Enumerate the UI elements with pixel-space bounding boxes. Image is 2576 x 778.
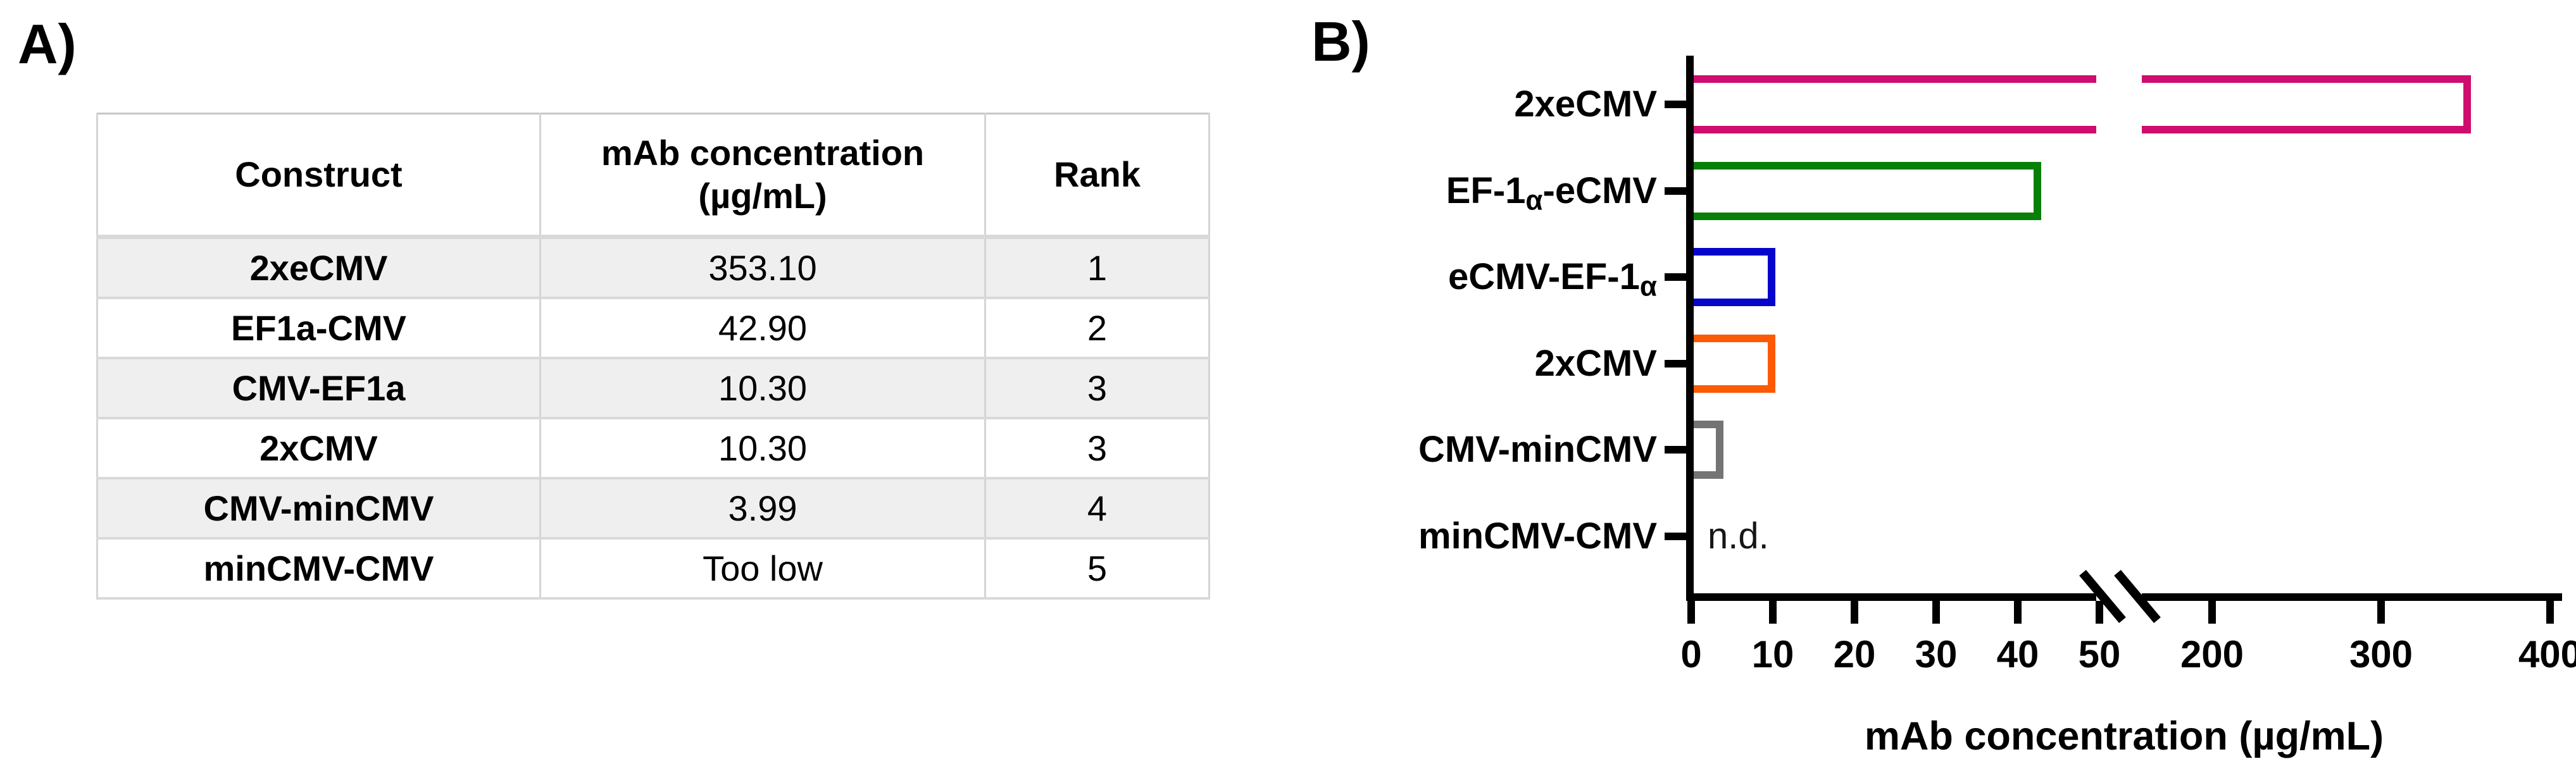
y-axis-tick [1665, 446, 1687, 454]
header-concentration: mAb concentration (µg/mL) [539, 113, 986, 239]
cell-construct: 2xCMV [96, 418, 541, 479]
y-axis-tick [1665, 101, 1687, 108]
cell-rank: 5 [984, 538, 1210, 600]
cell-construct: EF1a-CMV [96, 298, 541, 359]
y-axis-line [1686, 56, 1694, 601]
bar-2xCMV [1694, 335, 1775, 393]
x-axis-line-left-segment [1686, 593, 2096, 601]
y-axis-tick [1665, 187, 1687, 195]
bar-eCMV-EF-1α [1694, 248, 1775, 306]
cell-rank: 1 [984, 237, 1210, 299]
alpha-subscript: α [1639, 271, 1657, 302]
bar-2xeCMV-left-segment [1694, 75, 2096, 133]
cell-rank: 4 [984, 478, 1210, 540]
category-label-ecmv-ef-1-: eCMV-EF-1α [1447, 256, 1657, 302]
x-axis-tick-300 [2377, 601, 2385, 624]
category-label-ef-1-ecmv: EF-1α-eCMV [1446, 170, 1657, 216]
x-axis-tick-20 [1851, 601, 1858, 624]
x-axis-line-right-segment [2142, 593, 2562, 601]
x-axis-tick-label-10: 10 [1751, 633, 1794, 676]
x-axis-tick-label-20: 20 [1833, 633, 1876, 676]
cell-concentration: 353.10 [539, 237, 986, 299]
x-axis-tick-label-200: 200 [2180, 633, 2244, 676]
x-axis-tick-200 [2208, 601, 2216, 624]
x-axis-tick-50 [2096, 601, 2103, 624]
header-construct: Construct [96, 113, 541, 239]
panel-a-label: A) [18, 13, 77, 75]
y-axis-tick [1665, 360, 1687, 367]
x-axis-tick-label-50: 50 [2078, 633, 2121, 676]
cell-concentration: 10.30 [539, 358, 986, 419]
construct-table: Construct mAb concentration (µg/mL) Rank… [96, 113, 1210, 600]
x-axis-tick-10 [1769, 601, 1777, 624]
table-header-row: Construct mAb concentration (µg/mL) Rank [96, 113, 1210, 239]
cell-rank: 3 [984, 358, 1210, 419]
x-axis-tick-label-40: 40 [1996, 633, 2039, 676]
y-axis-tick [1665, 273, 1687, 281]
category-label-mincmv-cmv: minCMV-CMV [1418, 516, 1657, 557]
category-label-2xecmv: 2xeCMV [1514, 83, 1657, 125]
x-axis-tick-400 [2546, 601, 2554, 624]
cell-rank: 2 [984, 298, 1210, 359]
x-axis-title: mAb concentration (µg/mL) [1864, 714, 2384, 758]
alpha-subscript: α [1525, 185, 1543, 216]
category-label-cmv-mincmv: CMV-minCMV [1418, 429, 1657, 470]
x-axis-tick-30 [1932, 601, 1940, 624]
bar-EF-1α-eCMV [1694, 162, 2042, 220]
x-axis-tick-label-0: 0 [1680, 633, 1702, 676]
panel-b-label: B) [1311, 10, 1370, 73]
header-rank: Rank [984, 113, 1210, 239]
cell-construct: CMV-EF1a [96, 358, 541, 419]
category-label-2xcmv: 2xCMV [1534, 343, 1657, 384]
x-axis-tick-label-30: 30 [1915, 633, 1958, 676]
cell-construct: 2xeCMV [96, 237, 541, 299]
cell-rank: 3 [984, 418, 1210, 479]
header-concentration-line2: (µg/mL) [698, 176, 827, 216]
cell-concentration: 3.99 [539, 478, 986, 540]
bar-2xeCMV-right-segment [2142, 75, 2471, 133]
cell-construct: minCMV-CMV [96, 538, 541, 600]
bar-CMV-minCMV [1694, 421, 1724, 479]
cell-concentration: Too low [539, 538, 986, 600]
x-axis-tick-label-400: 400 [2518, 633, 2576, 676]
not-detected-label: n.d. [1708, 516, 1769, 557]
cell-construct: CMV-minCMV [96, 478, 541, 540]
header-concentration-line1: mAb concentration [601, 132, 925, 173]
x-axis-tick-40 [2014, 601, 2022, 624]
cell-concentration: 42.90 [539, 298, 986, 359]
x-axis-tick-0 [1687, 601, 1695, 624]
x-axis-tick-label-300: 300 [2349, 633, 2413, 676]
y-axis-tick [1665, 533, 1687, 540]
cell-concentration: 10.30 [539, 418, 986, 479]
